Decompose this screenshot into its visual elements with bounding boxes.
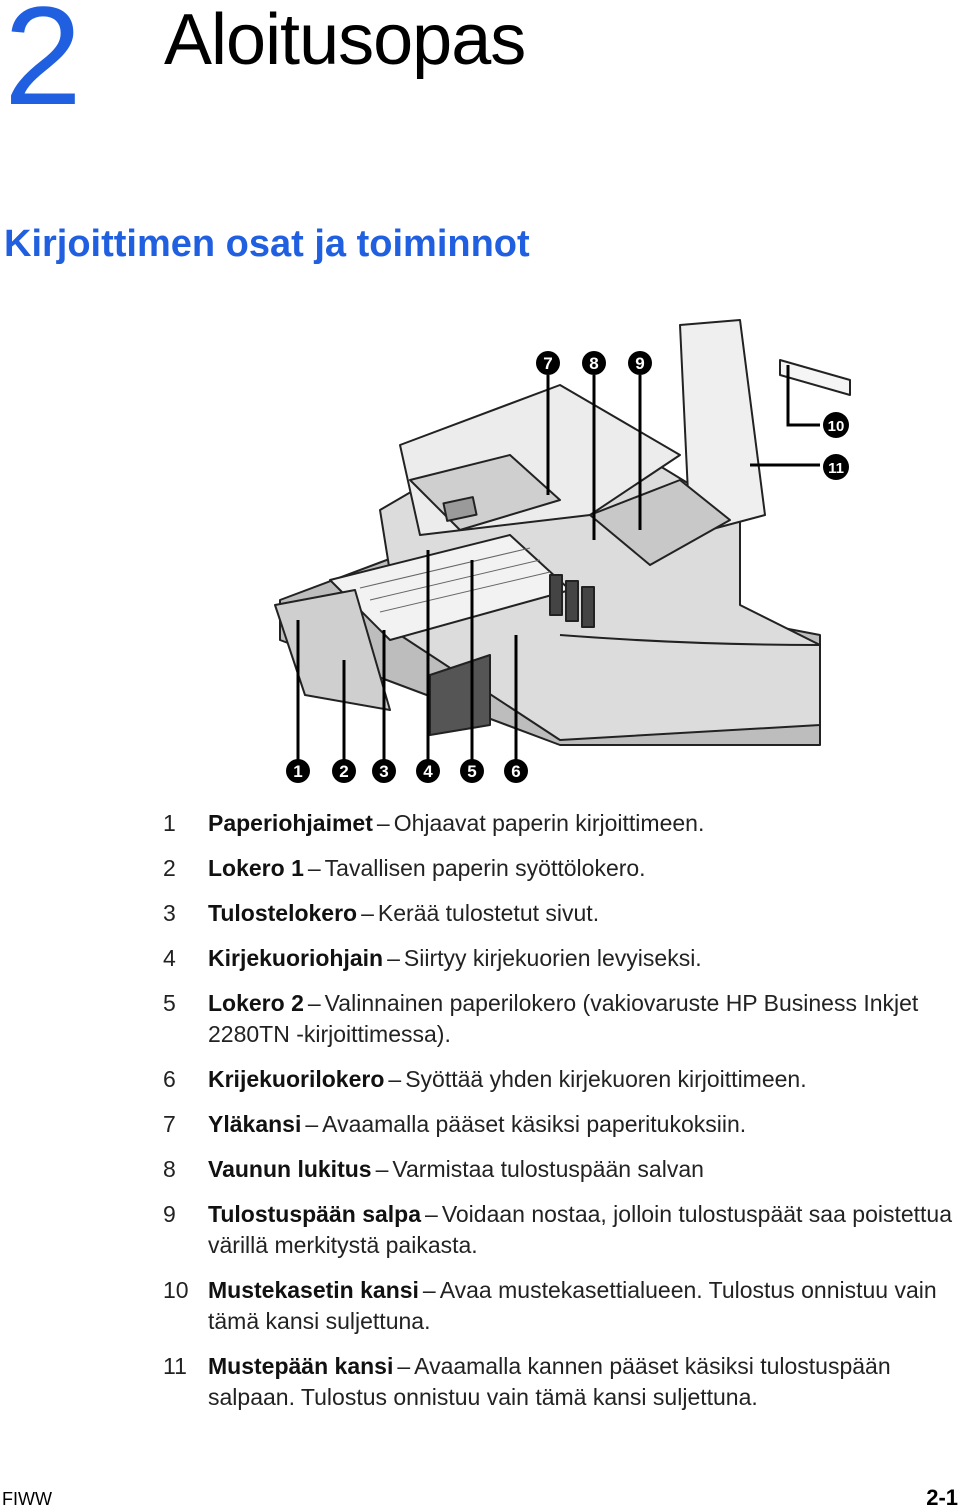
part-description: Kerää tulostetut sivut. <box>377 900 600 926</box>
callout-6: 6 <box>504 759 528 783</box>
svg-text:5: 5 <box>467 762 476 781</box>
part-number: 2 <box>163 855 176 881</box>
footer-locale: FIWW <box>2 1489 52 1509</box>
part-name: Paperiohjaimet <box>208 810 373 836</box>
svg-text:9: 9 <box>635 354 644 373</box>
part-number: 9 <box>163 1201 176 1227</box>
part-name: Yläkansi <box>208 1111 302 1137</box>
list-item: 5 Lokero 2–Valinnainen paperilokero (vak… <box>163 988 958 1050</box>
list-item: 10 Mustekasetin kansi–Avaa mustekasettia… <box>163 1275 958 1337</box>
callout-7: 7 <box>536 351 560 375</box>
page-number: 2-1 <box>926 1485 958 1510</box>
callout-3: 3 <box>372 759 396 783</box>
part-number: 6 <box>163 1066 176 1092</box>
part-number: 3 <box>163 900 176 926</box>
part-number: 10 <box>163 1277 189 1303</box>
part-name: Mustekasetin kansi <box>208 1277 419 1303</box>
list-item: 2 Lokero 1–Tavallisen paperin syöttöloke… <box>163 853 958 884</box>
callout-1: 1 <box>286 759 310 783</box>
list-item: 1 Paperiohjaimet–Ohjaavat paperin kirjoi… <box>163 808 958 839</box>
part-description: Siirtyy kirjekuorien levyiseksi. <box>403 945 702 971</box>
part-description: Syöttää yhden kirjekuoren kirjoittimeen. <box>405 1066 807 1092</box>
section-title: Kirjoittimen osat ja toiminnot <box>4 223 530 265</box>
svg-text:8: 8 <box>589 354 598 373</box>
part-description: Valinnainen paperilokero (vakiovaruste H… <box>208 990 919 1047</box>
list-item: 9 Tulostuspään salpa–Voidaan nostaa, jol… <box>163 1199 958 1261</box>
chapter-title: Aloitusopas <box>164 0 526 80</box>
svg-text:10: 10 <box>828 418 845 435</box>
part-number: 8 <box>163 1156 176 1182</box>
chapter-number: 2 <box>4 0 82 134</box>
part-description: Avaa mustekasettialueen. Tulostus onnist… <box>208 1277 937 1334</box>
svg-text:11: 11 <box>828 460 844 477</box>
callout-5: 5 <box>460 759 484 783</box>
part-number: 7 <box>163 1111 176 1137</box>
part-number: 4 <box>163 945 176 971</box>
part-name: Vaunun lukitus <box>208 1156 372 1182</box>
callout-4: 4 <box>416 759 440 783</box>
part-name: Krijekuorilokero <box>208 1066 385 1092</box>
part-description: Varmistaa tulostuspään salvan <box>392 1156 704 1182</box>
part-name: Tulostelokero <box>208 900 358 926</box>
callout-9: 9 <box>628 351 652 375</box>
printer-drawing: 1 2 3 4 5 6 7 8 9 10 11 <box>274 319 851 783</box>
list-item: 7 Yläkansi–Avaamalla pääset käsiksi pape… <box>163 1109 958 1140</box>
part-name: Kirjekuoriohjain <box>208 945 384 971</box>
part-description: Avaamalla kannen pääset käsiksi tulostus… <box>208 1353 891 1410</box>
svg-text:7: 7 <box>543 354 552 373</box>
part-number: 5 <box>163 990 176 1016</box>
part-description: Tavallisen paperin syöttölokero. <box>324 855 646 881</box>
callout-11: 11 <box>823 454 849 480</box>
list-item: 11 Mustepään kansi–Avaamalla kannen pääs… <box>163 1351 958 1413</box>
part-name: Mustepään kansi <box>208 1353 394 1379</box>
callout-8: 8 <box>582 351 606 375</box>
part-description: Voidaan nostaa, jolloin tulostuspäät saa… <box>208 1201 953 1258</box>
part-number: 11 <box>163 1353 187 1379</box>
callout-10: 10 <box>823 412 849 438</box>
svg-text:2: 2 <box>339 762 348 781</box>
part-name: Tulostuspään salpa <box>208 1201 422 1227</box>
part-name: Lokero 1 <box>208 855 304 881</box>
printer-illustration: 1 2 3 4 5 6 7 8 9 10 11 <box>260 305 960 795</box>
part-number: 1 <box>163 810 176 836</box>
svg-text:6: 6 <box>511 762 520 781</box>
svg-text:4: 4 <box>423 762 433 781</box>
callouts: 1 2 3 4 5 6 7 8 9 10 11 <box>286 351 849 783</box>
list-item: 3 Tulostelokero–Kerää tulostetut sivut. <box>163 898 958 929</box>
svg-text:1: 1 <box>293 762 302 781</box>
svg-text:3: 3 <box>379 762 388 781</box>
part-description: Ohjaavat paperin kirjoittimeen. <box>393 810 705 836</box>
list-item: 8 Vaunun lukitus–Varmistaa tulostuspään … <box>163 1154 958 1185</box>
part-description: Avaamalla pääset käsiksi paperitukoksiin… <box>322 1111 747 1137</box>
part-name: Lokero 2 <box>208 990 304 1016</box>
list-item: 4 Kirjekuoriohjain–Siirtyy kirjekuorien … <box>163 943 958 974</box>
list-item: 6 Krijekuorilokero–Syöttää yhden kirjeku… <box>163 1064 958 1095</box>
parts-list: 1 Paperiohjaimet–Ohjaavat paperin kirjoi… <box>163 808 958 1427</box>
callout-2: 2 <box>332 759 356 783</box>
